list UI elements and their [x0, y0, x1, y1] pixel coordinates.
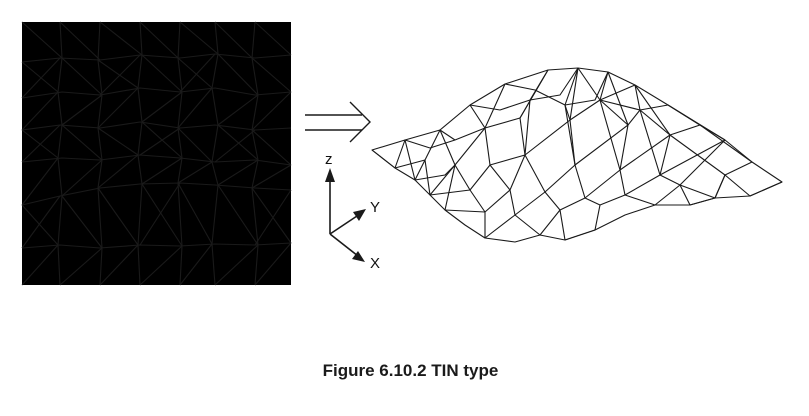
- mesh-col: [97, 21, 103, 286]
- mesh-col: [251, 21, 259, 286]
- z-axis-label: z: [325, 151, 333, 168]
- mesh-row: [21, 182, 292, 206]
- tin-3d-surface: [371, 67, 783, 243]
- z-axis-arrowhead: [325, 168, 335, 182]
- mesh-row: [21, 121, 292, 131]
- mesh-col: [57, 21, 63, 286]
- mesh-col: [137, 21, 143, 286]
- surface-band: [564, 99, 701, 136]
- arrow-head: [349, 101, 371, 143]
- y-axis-line: [329, 213, 361, 235]
- transform-arrow: [305, 101, 371, 143]
- mesh-col: [211, 21, 219, 286]
- surface-band: [394, 127, 526, 169]
- surface-band: [429, 161, 753, 216]
- mesh-col: [177, 21, 183, 286]
- mesh-diagonals: [21, 21, 292, 286]
- surface-band: [577, 67, 636, 101]
- surface-band: [679, 174, 783, 206]
- figure-caption: Figure 6.10.2 TIN type: [322, 361, 499, 380]
- y-axis-arrowhead: [353, 209, 366, 221]
- surface-band: [444, 204, 601, 241]
- surface-band: [414, 139, 726, 199]
- surface-outline: [371, 67, 783, 243]
- flat-tin-mesh: [21, 21, 292, 286]
- x-axis-line: [329, 233, 359, 257]
- mesh-row: [21, 154, 292, 166]
- x-axis-label: X: [370, 255, 380, 272]
- x-axis-arrowhead: [352, 251, 365, 262]
- flat-mesh-border: [22, 22, 291, 285]
- mesh-row: [21, 87, 292, 99]
- surface-band: [371, 139, 456, 211]
- mesh-row: [21, 53, 292, 63]
- y-axis-label: Y: [370, 199, 380, 216]
- surface-radials: [439, 67, 753, 176]
- axes-indicator: [325, 168, 366, 262]
- mesh-row: [21, 242, 292, 249]
